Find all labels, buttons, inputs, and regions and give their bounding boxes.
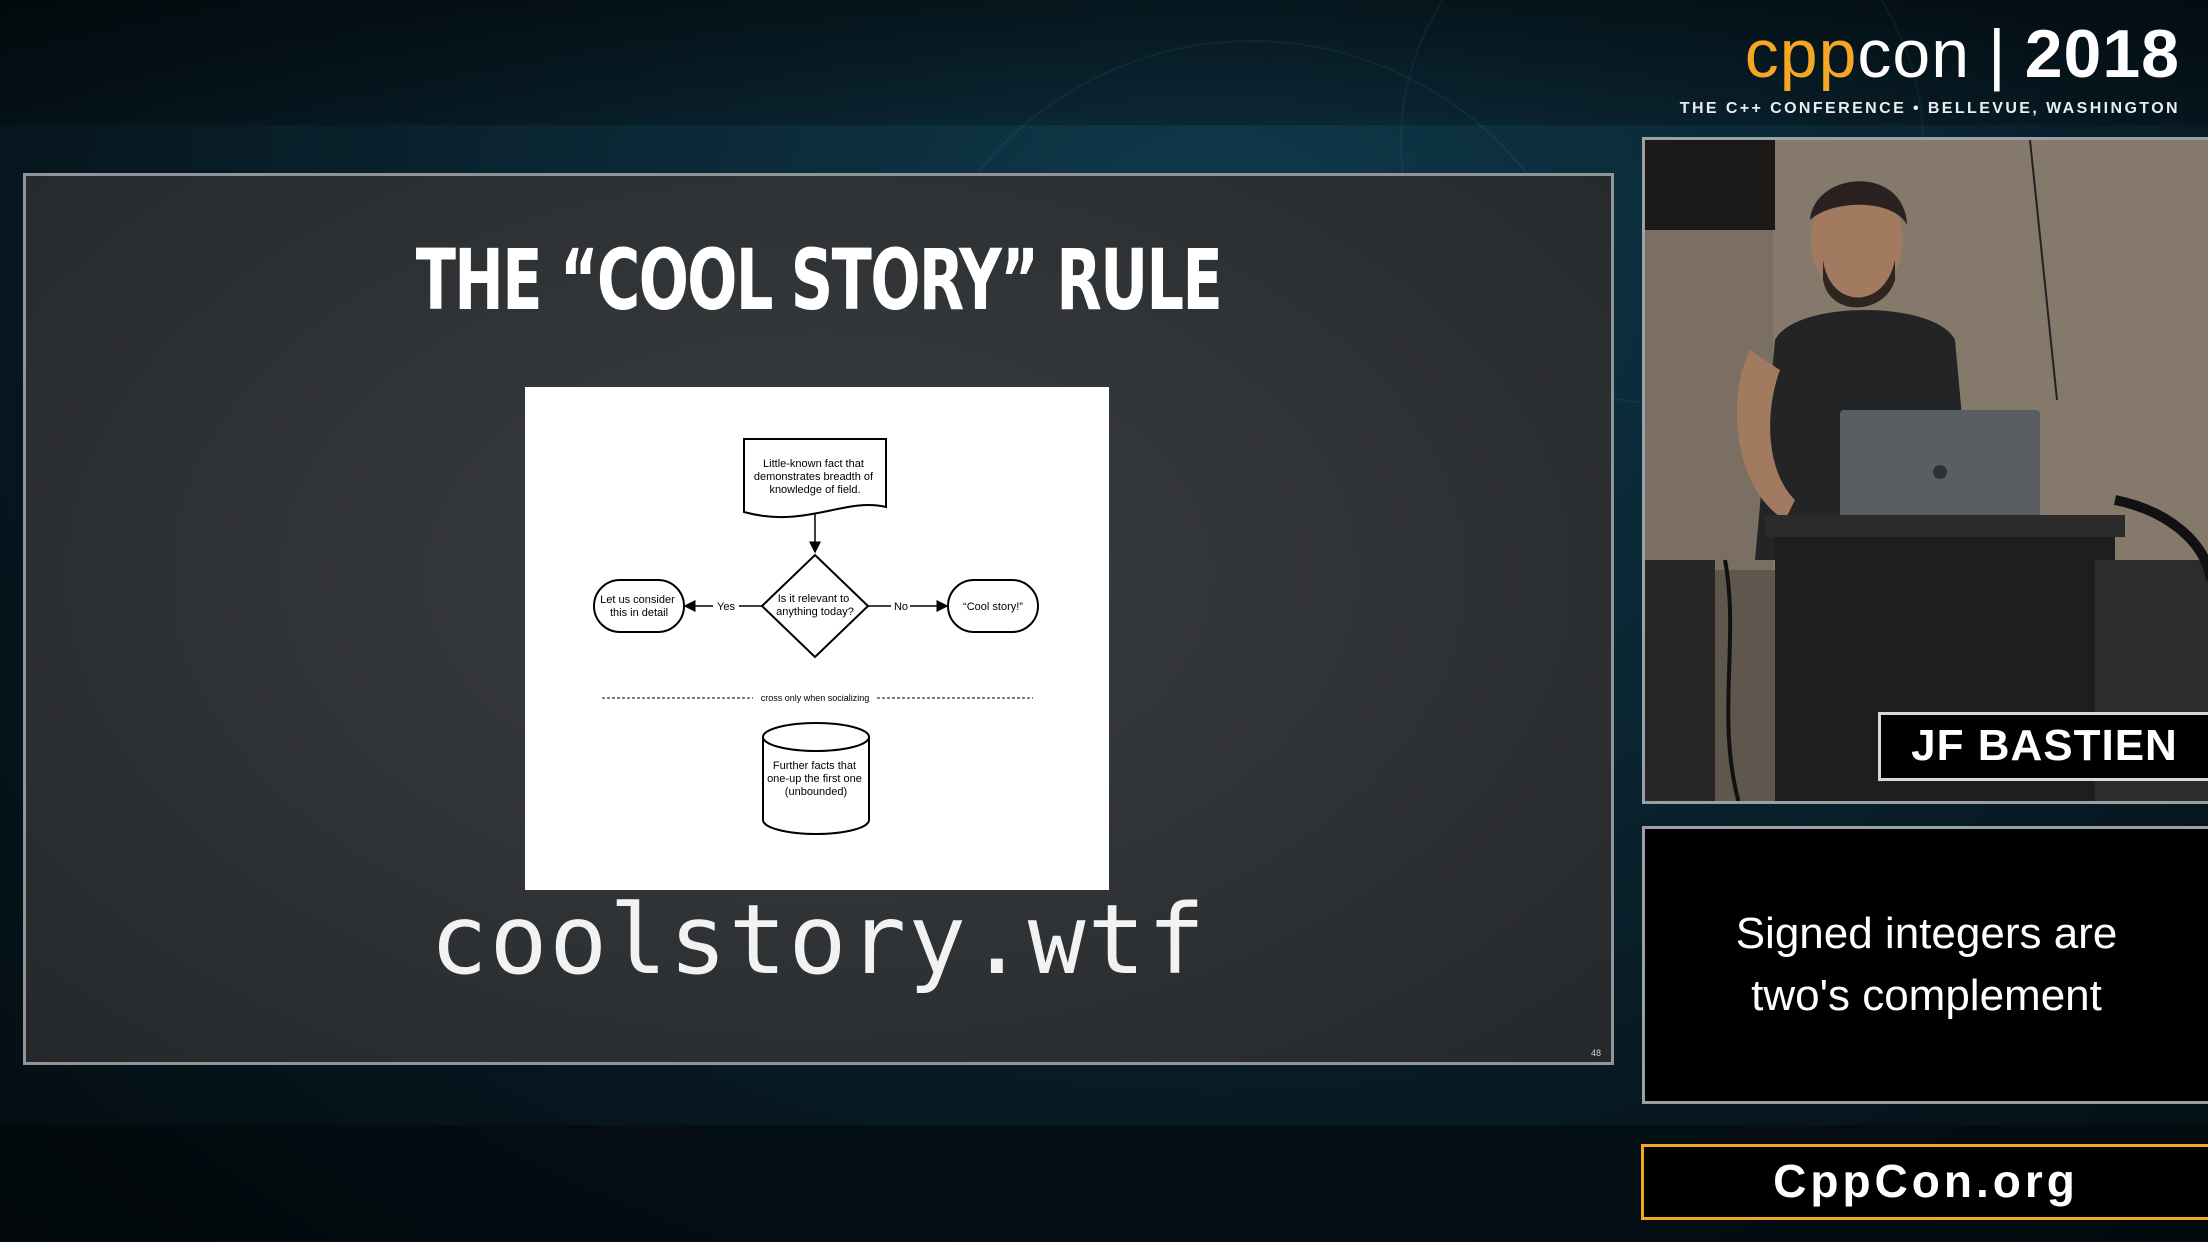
db-line-1: Further facts that [773, 760, 856, 772]
slide-title: THE “COOL STORY” RULE [415, 231, 1223, 329]
website-banner: CppCon.org [1641, 1144, 2208, 1220]
doc-line-1: Little-known fact that [763, 458, 864, 470]
db-line-2: one-up the first one [767, 773, 862, 785]
slide-page-number: 48 [1590, 1048, 1601, 1058]
divider-label: cross only when socializing [761, 693, 870, 703]
logo-separator: | [1988, 16, 2007, 92]
speaker-video [1642, 137, 2208, 804]
flowchart-database-shape [762, 737, 870, 835]
logo-cpp: cpp [1744, 16, 1858, 92]
speaker-video-frame [1645, 140, 2208, 801]
db-line-3: (unbounded) [785, 786, 847, 798]
talk-topic-panel: Signed integers are two's complement [1642, 826, 2208, 1104]
decision-line-1: Is it relevant to [778, 593, 850, 605]
flowchart-right-terminal [947, 579, 1039, 633]
doc-line-2: demonstrates breadth of [754, 471, 874, 483]
decision-line-2: anything today? [776, 606, 854, 618]
svg-text:Let us consider this i: Let us consider this in detail [600, 594, 678, 619]
yes-label: Yes [717, 601, 735, 613]
flowchart-decision-shape [760, 553, 870, 659]
logo-year: 2018 [2024, 16, 2180, 92]
left-term-line-1: Let us consider [600, 594, 675, 606]
logo-con: con [1857, 16, 1971, 92]
doc-line-3: knowledge of field. [769, 484, 860, 496]
svg-text:Little-known fact that: Little-known fact that demonstrates brea… [754, 458, 876, 496]
left-term-line-2: this in detail [610, 607, 668, 619]
svg-text:Further facts that one: Further facts that one-up the first one … [767, 760, 865, 798]
database-top [762, 722, 870, 752]
logo-wordmark: cppcon|2018 [1660, 18, 2180, 90]
svg-text:Is it relevant to anyt: Is it relevant to anything today? [776, 593, 854, 618]
flowchart-image: Little-known fact that demonstrates brea… [525, 387, 1109, 890]
logo-subtitle: THE C++ CONFERENCE • BELLEVUE, WASHINGTO… [1679, 100, 2180, 117]
flowchart: Little-known fact that demonstrates brea… [593, 438, 1039, 835]
speaker-head [1811, 182, 1903, 298]
apple-logo-icon [1933, 465, 1947, 479]
flowchart-document-shape [743, 438, 887, 519]
no-label: No [894, 601, 908, 613]
speaker-name-plate: JF BASTIEN [1878, 712, 2208, 781]
wall-sign [1645, 140, 1775, 230]
talk-topic-text: Signed integers are two's complement [1735, 909, 2118, 1020]
flowchart-left-terminal [593, 579, 685, 633]
slide-url: coolstory.wtf [429, 884, 1208, 996]
presentation-slide: THE “COOL STORY” RULE Little-known fact … [23, 173, 1614, 1065]
right-term-label: “Cool story!” [963, 601, 1023, 613]
cppcon-logo: cppcon|2018 THE C++ CONFERENCE • BELLEVU… [1660, 18, 2180, 118]
